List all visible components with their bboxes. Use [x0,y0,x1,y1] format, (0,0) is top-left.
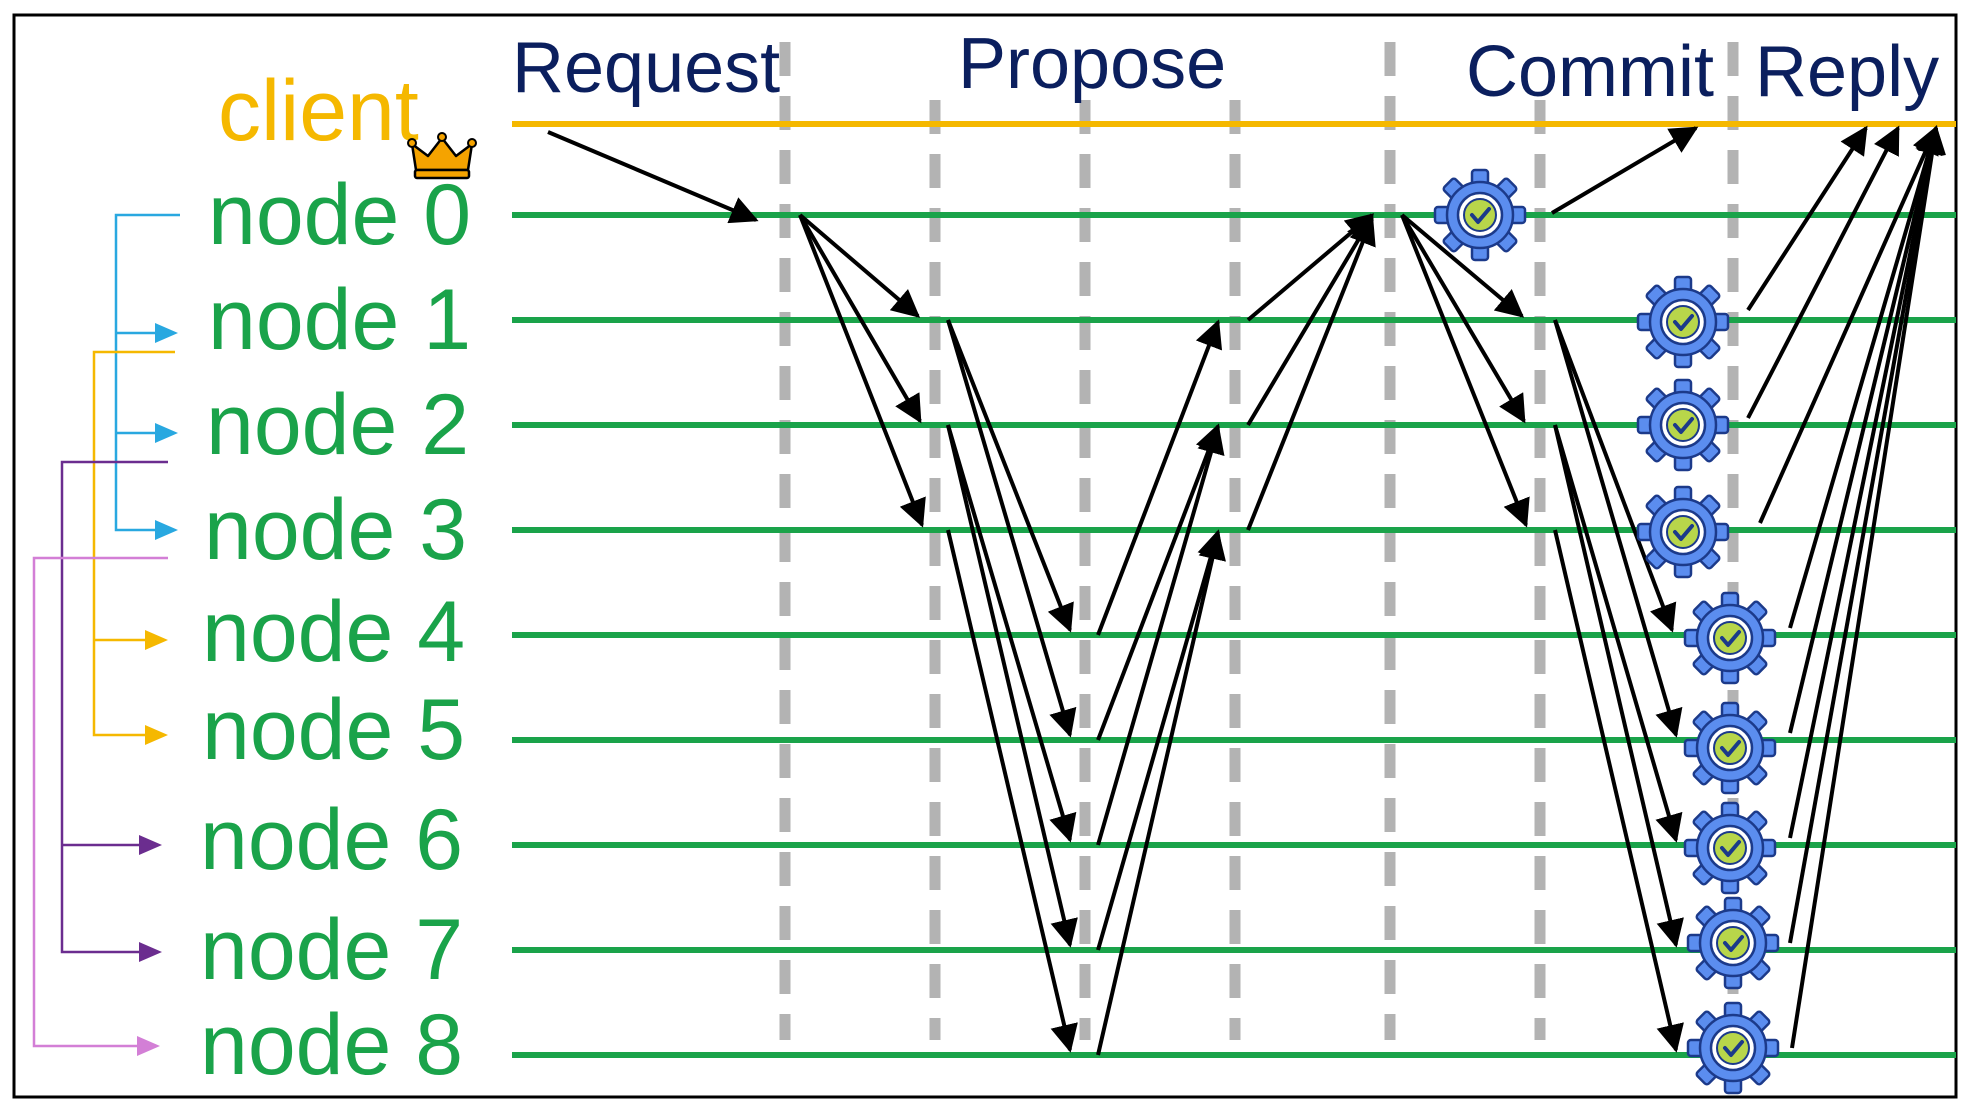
pre-prepare-arrow [798,214,926,528]
bracket-blue [114,213,180,532]
crown-icon [407,132,477,180]
reply-arrow [1788,125,1943,629]
reply-arrow [1788,125,1944,734]
arrowhead-pink [137,1036,160,1056]
node-label: node 7 [200,902,463,998]
diagram-frame [12,13,1958,1099]
node-label: node 6 [200,792,463,888]
commit-arrow [1553,529,1684,1053]
client-label: client [218,63,419,159]
reply-arrow [1758,125,1939,524]
reply-arrow [1550,126,1699,215]
commit-arrow [1553,424,1684,948]
arrowhead-purple [139,835,162,855]
reply-arrow [1746,125,1900,419]
arrowhead-purple [139,942,162,962]
vote-arrow [1246,214,1374,427]
node-label: node 2 [206,377,469,473]
commit-arrow [1553,319,1683,738]
arrowhead-blue [155,423,178,443]
gear-check-icon [1433,168,1527,262]
gear-check-icon [1686,1001,1780,1095]
node-label: node 0 [208,167,471,263]
vote-arrow [1096,425,1225,846]
commit-arrow [1400,213,1525,318]
commit-arrow [1400,214,1530,528]
gear-check-icon [1636,378,1730,472]
phase-label-request: Request [512,28,780,108]
node-label: node 1 [208,272,471,368]
bracket-pink [32,556,168,1048]
gear-check-icon [1636,485,1730,579]
commit-gears [1433,168,1780,1095]
reply-arrow [1790,125,1946,1049]
node-label: node 3 [204,482,467,578]
commit-arrow [1400,213,1526,424]
gear-check-icon [1636,275,1730,369]
propose-arrow [946,424,1078,948]
propose-arrow [946,529,1078,1053]
gear-check-icon [1683,701,1777,795]
gear-check-icon [1683,801,1777,895]
bracket-yellow [92,350,175,737]
propose-arrow [946,319,1074,633]
phase-label-commit: Commit [1466,32,1714,112]
node-label: node 8 [200,997,463,1093]
arrowhead-blue [155,520,178,540]
phase-label-propose: Propose [958,24,1226,104]
vote-arrow [1096,529,1225,951]
vote-arrow [1096,423,1223,741]
bracket-arrowheads [137,323,178,1056]
commit-arrow [1553,319,1677,633]
commit-arrow [1553,424,1683,843]
pre-prepare-arrow [798,213,922,424]
reply-arrow [1746,125,1868,312]
vote-arrow [1246,216,1376,531]
gear-check-icon [1683,591,1777,685]
node-labels: node 0 node 1 node 2 node 3 node 4 node … [200,167,471,1093]
reply-arrow [1788,125,1946,944]
node-label: node 5 [202,682,465,778]
phase-label-reply: Reply [1755,32,1939,112]
node-label: node 4 [202,584,465,680]
bracket-purple [60,460,168,954]
arrowhead-yellow [145,725,168,745]
request-arrow [547,130,759,224]
pre-prepare-arrow [798,213,921,318]
propose-arrow [946,424,1077,843]
vote-arrow [1096,531,1226,1056]
arrowhead-yellow [145,630,168,650]
reply-arrow [1788,125,1945,839]
gear-check-icon [1686,896,1780,990]
propose-arrow [946,319,1077,738]
message-arrows [547,125,1946,1056]
vote-arrow [1096,319,1223,636]
arrowhead-blue [155,323,178,343]
